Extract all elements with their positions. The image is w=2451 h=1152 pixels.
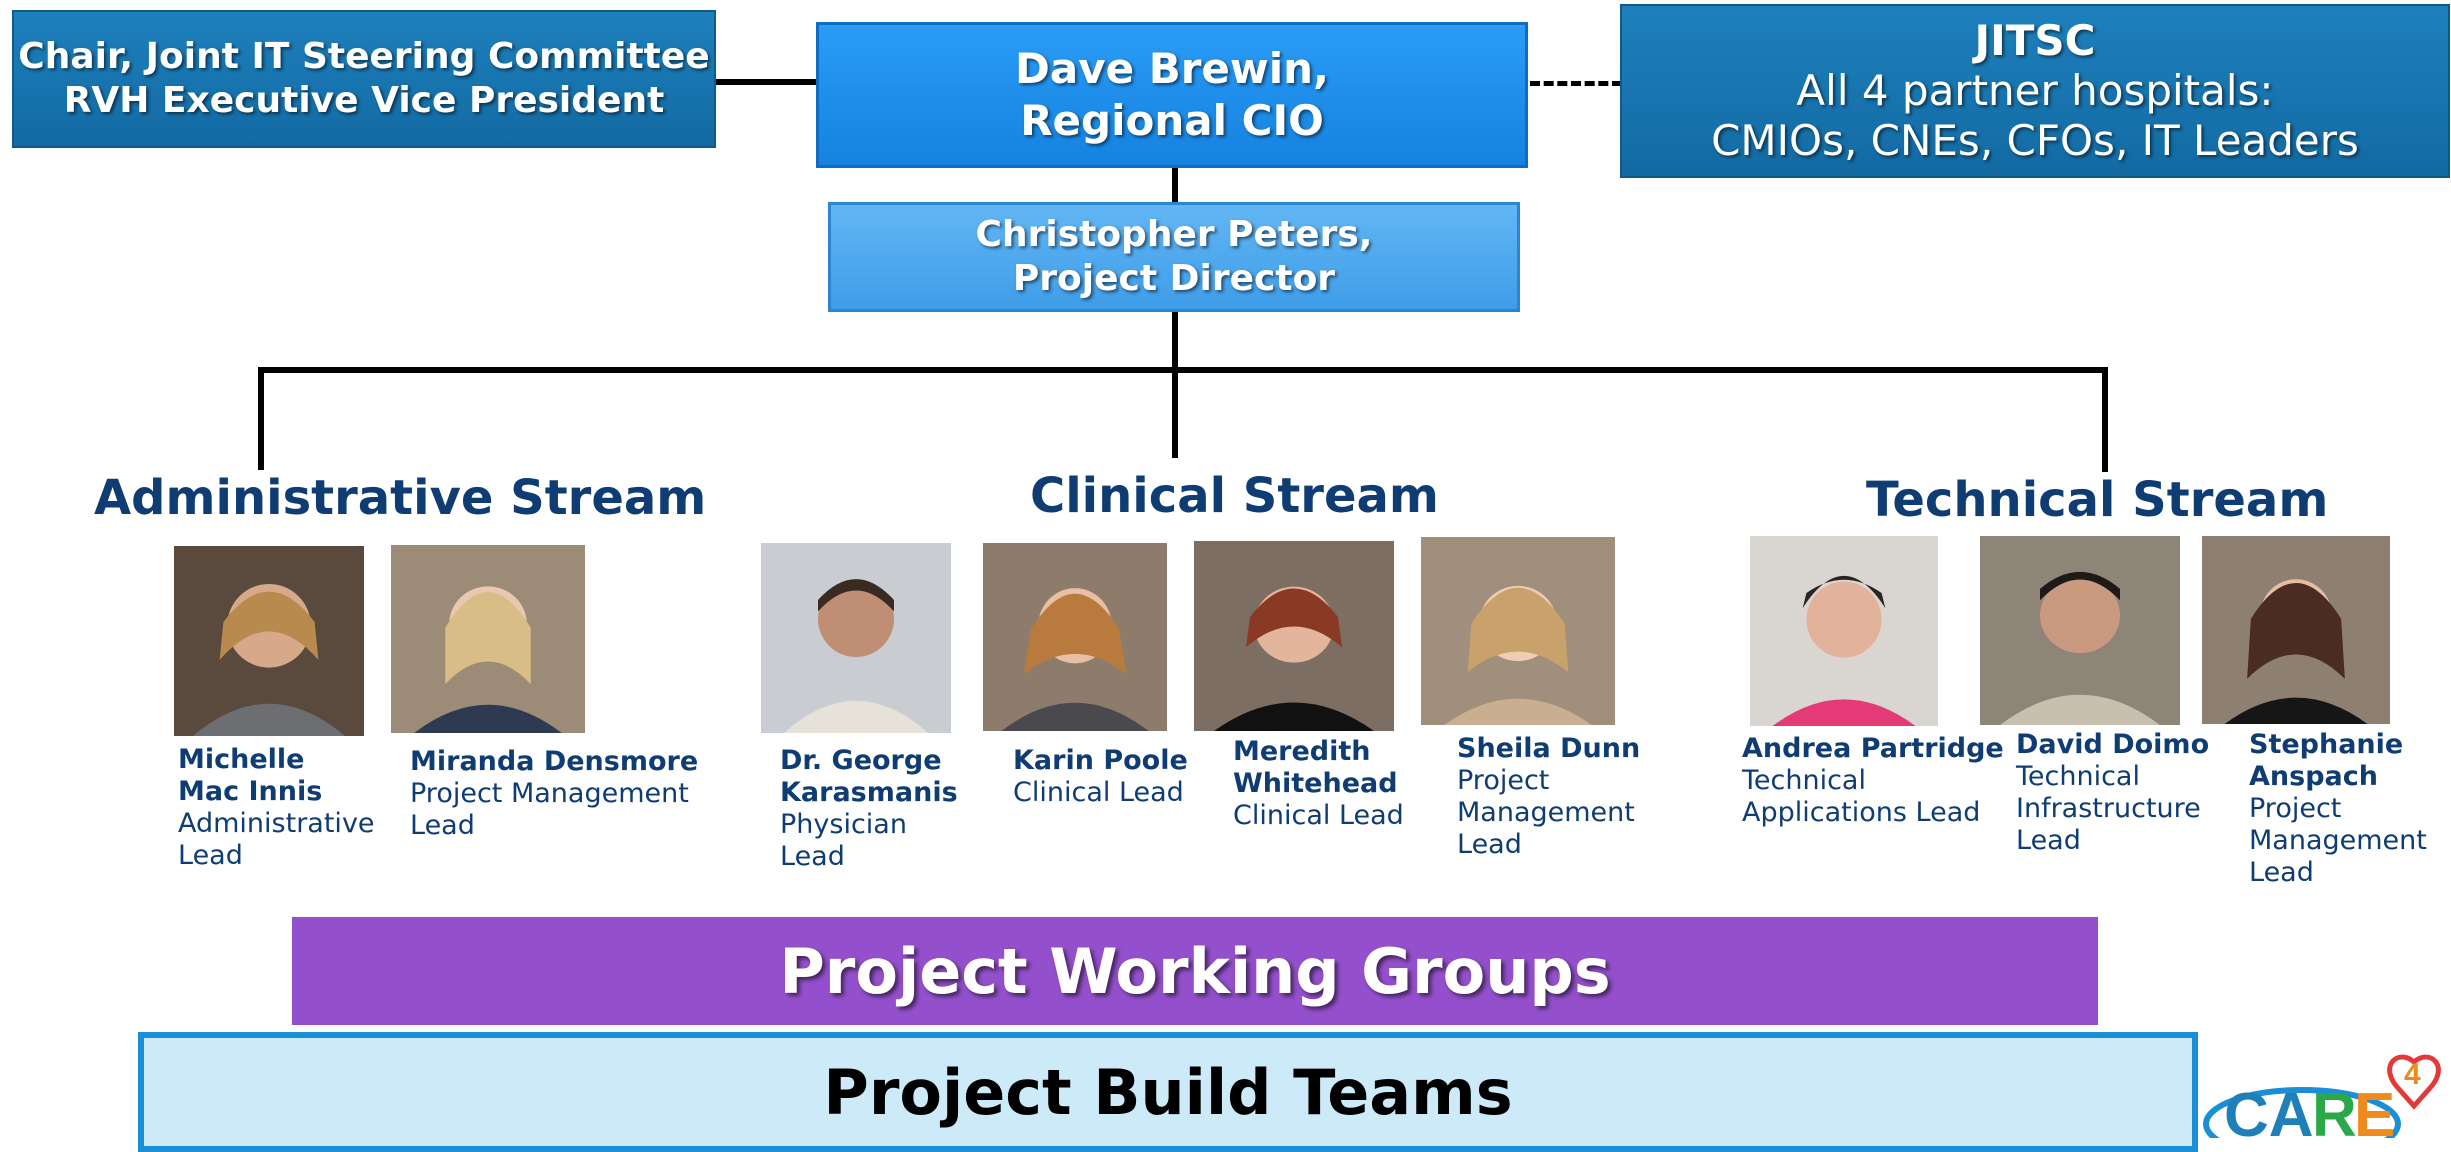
photo-karin-poole xyxy=(983,543,1167,731)
photo-george-karasmanis xyxy=(761,543,951,733)
cio-box-line1: Dave Brewin, xyxy=(1015,44,1329,93)
person-role: Lead xyxy=(178,840,243,871)
care4-logo: CA R E 4 xyxy=(2202,1044,2448,1152)
person-name: David Doimo xyxy=(2016,729,2210,760)
photo-miranda-densmore xyxy=(391,545,585,733)
caption-george-karasmanis: Dr. George Karasmanis Physician Lead xyxy=(780,745,958,873)
care4-logo-graphic: CA R E 4 xyxy=(2203,1054,2441,1152)
connector-cio-to-director xyxy=(1172,168,1178,204)
cio-box: Dave Brewin, Regional CIO xyxy=(816,22,1528,168)
person-role: Management xyxy=(1457,797,1635,828)
director-box-line2: Project Director xyxy=(1012,258,1336,299)
jitsc-box-line1: JITSC xyxy=(1974,16,2096,65)
caption-meredith-whitehead: Meredith Whitehead Clinical Lead xyxy=(1233,736,1404,832)
jitsc-box: JITSC All 4 partner hospitals: CMIOs, CN… xyxy=(1620,4,2450,178)
person-role: Clinical Lead xyxy=(1233,800,1404,831)
connector-chair-to-cio xyxy=(714,79,818,85)
person-name: Stephanie xyxy=(2249,729,2404,760)
caption-andrea-partridge: Andrea Partridge Technical Applications … xyxy=(1742,733,2004,829)
person-role: Project Management xyxy=(410,778,689,809)
cio-box-line2: Regional CIO xyxy=(1020,96,1324,145)
clinical-stream-title: Clinical Stream xyxy=(1030,468,1439,524)
person-role: Lead xyxy=(410,810,475,841)
caption-karin-poole: Karin Poole Clinical Lead xyxy=(1013,745,1188,809)
person-role: Administrative xyxy=(178,808,375,839)
photo-michelle-mac-innis xyxy=(174,546,364,736)
person-role: Physician xyxy=(780,809,907,840)
project-working-groups-band: Project Working Groups xyxy=(292,917,2098,1025)
jitsc-box-line3: CMIOs, CNEs, CFOs, IT Leaders xyxy=(1711,116,2359,165)
svg-text:R: R xyxy=(2312,1081,2357,1138)
person-role: Lead xyxy=(1457,829,1522,860)
connector-admin-drop xyxy=(258,367,264,470)
chair-box: Chair, Joint IT Steering Committee RVH E… xyxy=(12,10,716,148)
person-name: Whitehead xyxy=(1233,768,1398,799)
person-role: Lead xyxy=(2016,825,2081,856)
person-role: Lead xyxy=(780,841,845,872)
technical-stream-title: Technical Stream xyxy=(1866,472,2329,528)
svg-text:4: 4 xyxy=(2404,1058,2421,1091)
person-role: Project xyxy=(2249,793,2342,824)
caption-stephanie-anspach: Stephanie Anspach Project Management Lea… xyxy=(2249,729,2427,889)
person-name: Sheila Dunn xyxy=(1457,733,1641,764)
photo-david-doimo xyxy=(1980,536,2180,725)
svg-text:CA: CA xyxy=(2224,1081,2314,1138)
person-name: Miranda Densmore xyxy=(410,746,699,777)
person-role: Technical xyxy=(1742,765,1866,796)
person-role: Project xyxy=(1457,765,1550,796)
person-role: Infrastructure xyxy=(2016,793,2201,824)
person-name: Meredith xyxy=(1233,736,1371,767)
person-name: Anspach xyxy=(2249,761,2378,792)
photo-sheila-dunn xyxy=(1421,537,1615,725)
chair-box-line1: Chair, Joint IT Steering Committee xyxy=(18,36,710,77)
project-build-teams-label: Project Build Teams xyxy=(823,1056,1513,1129)
caption-david-doimo: David Doimo Technical Infrastructure Lea… xyxy=(2016,729,2209,857)
photo-meredith-whitehead xyxy=(1194,541,1394,731)
svg-text:E: E xyxy=(2354,1081,2395,1138)
project-working-groups-label: Project Working Groups xyxy=(779,934,1611,1008)
caption-michelle-mac-innis: Michelle Mac Innis Administrative Lead xyxy=(178,744,375,872)
caption-miranda-densmore: Miranda Densmore Project Management Lead xyxy=(410,746,698,842)
chair-box-line2: RVH Executive Vice President xyxy=(63,80,665,121)
jitsc-box-line2: All 4 partner hospitals: xyxy=(1796,66,2274,115)
person-name: Dr. George xyxy=(780,745,942,776)
connector-cio-to-jitsc-dashed xyxy=(1530,81,1622,86)
administrative-stream-title: Administrative Stream xyxy=(94,470,707,526)
connector-technical-drop xyxy=(2102,367,2108,472)
person-role: Management xyxy=(2249,825,2427,856)
person-name: Mac Innis xyxy=(178,776,323,807)
photo-andrea-partridge xyxy=(1750,536,1938,726)
director-box: Christopher Peters, Project Director xyxy=(828,202,1520,312)
person-role: Clinical Lead xyxy=(1013,777,1184,808)
connector-horizontal-bar xyxy=(258,367,2108,373)
person-role: Lead xyxy=(2249,857,2314,888)
director-box-line1: Christopher Peters, xyxy=(975,214,1373,255)
person-role: Technical xyxy=(2016,761,2140,792)
caption-sheila-dunn: Sheila Dunn Project Management Lead xyxy=(1457,733,1640,861)
connector-director-down xyxy=(1172,312,1178,458)
person-name: Karin Poole xyxy=(1013,745,1188,776)
project-build-teams-band: Project Build Teams xyxy=(138,1032,2198,1152)
photo-stephanie-anspach xyxy=(2202,536,2390,724)
person-name: Michelle xyxy=(178,744,305,775)
person-name: Karasmanis xyxy=(780,777,958,808)
person-name: Andrea Partridge xyxy=(1742,733,2004,764)
person-role: Applications Lead xyxy=(1742,797,1981,828)
